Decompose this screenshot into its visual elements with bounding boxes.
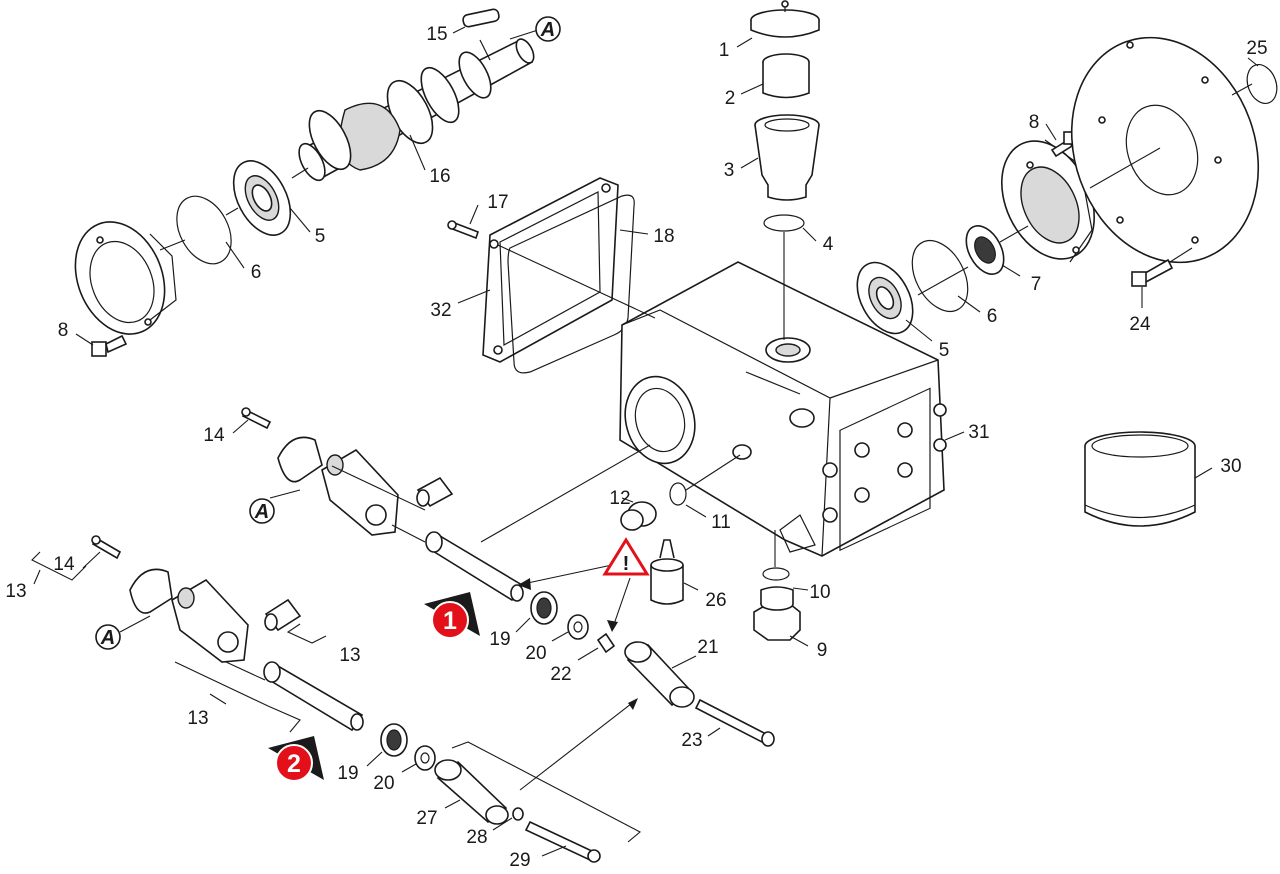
label-31: 31: [968, 422, 989, 443]
plug-part-12: [620, 501, 657, 531]
svg-text:2: 2: [287, 750, 301, 778]
washer-part-28: [512, 807, 524, 821]
seal-part-19-lower: [380, 723, 408, 757]
svg-text:!: !: [623, 553, 630, 575]
svg-text:A: A: [100, 627, 115, 649]
flange-plate: [1070, 36, 1260, 264]
label-12: 12: [609, 488, 630, 509]
label-8-left: 8: [58, 320, 69, 341]
o-ring-part-11: [669, 482, 687, 506]
badge-2: 2: [268, 736, 324, 782]
label-13-mid: 13: [339, 645, 360, 666]
label-17: 17: [487, 192, 508, 213]
pin-lower: [264, 598, 302, 632]
screw-part-29: [524, 820, 601, 863]
label-14-upper: 14: [203, 425, 225, 446]
label-30: 30: [1220, 456, 1241, 477]
screw-part-14-upper: [241, 407, 272, 430]
o-ring-part-6-left: [176, 195, 232, 265]
svg-text:A: A: [254, 501, 269, 523]
label-23: 23: [681, 730, 702, 751]
label-6-left: 6: [251, 262, 262, 283]
connecting-rod-lower: [129, 568, 249, 663]
washer-part-20-upper: [567, 614, 589, 640]
label-4: 4: [823, 234, 834, 255]
bearing-cover-left: [74, 221, 177, 335]
cap-part-1: [750, 0, 820, 38]
o-ring-part-4: [763, 214, 805, 232]
label-28: 28: [466, 827, 487, 848]
plug-part-9: [753, 586, 801, 641]
piston-guide-lower: [263, 661, 364, 732]
label-5-right: 5: [939, 340, 950, 361]
label-15: 15: [426, 24, 447, 45]
label-24: 24: [1129, 314, 1151, 335]
label-3: 3: [724, 160, 735, 181]
label-19-upper: 19: [489, 629, 510, 650]
plunger-part-27: [434, 759, 509, 825]
o-ring-part-6-right: [911, 240, 969, 312]
camshaft-part-16: [298, 38, 535, 182]
key-part-15: [462, 8, 500, 28]
label-22: 22: [550, 664, 571, 685]
label-19-lower: 19: [337, 763, 358, 784]
bearing-part-5-left: [232, 160, 292, 236]
label-32: 32: [430, 300, 451, 321]
crankcase-part-31: [619, 261, 947, 557]
pin-upper: [416, 476, 454, 508]
screw-part-24: [1131, 258, 1174, 287]
warning-icon: !: [602, 537, 650, 576]
detail-a-marker-top: A: [535, 16, 561, 42]
sleeve-part-22: [596, 632, 616, 654]
reference-arrows: [517, 564, 638, 791]
tube-part-26: [650, 539, 684, 605]
label-6-right: 6: [987, 306, 998, 327]
label-2: 2: [725, 88, 736, 109]
ring-part-30: [1084, 431, 1196, 527]
screw-part-8-left: [91, 334, 128, 357]
svg-text:A: A: [540, 19, 555, 41]
screw-part-23: [694, 698, 775, 747]
label-20-upper: 20: [525, 643, 546, 664]
label-8-right: 8: [1029, 112, 1040, 133]
label-11: 11: [711, 512, 731, 533]
label-26: 26: [705, 590, 726, 611]
o-ring-part-25: [1246, 64, 1278, 104]
seal-part-7: [965, 225, 1005, 275]
label-13-left: 13: [5, 581, 26, 602]
piston-guide-upper: [425, 531, 524, 602]
screw-part-14-lower: [91, 535, 122, 560]
o-ring-part-10: [762, 567, 790, 581]
label-9: 9: [817, 640, 828, 661]
label-29: 29: [509, 850, 530, 871]
label-7: 7: [1031, 274, 1042, 295]
label-5-left: 5: [315, 226, 326, 247]
detail-a-marker-upper-rod: A: [249, 498, 275, 524]
sight-glass-part-3: [754, 114, 820, 201]
label-20-lower: 20: [373, 773, 394, 794]
label-16: 16: [429, 166, 450, 187]
part-labels: 15 16 5 6 8 17 18 32 1 2 3 4 5 6 7 8 25 …: [5, 24, 1267, 871]
label-13-lower: 13: [187, 708, 208, 729]
label-10: 10: [809, 582, 830, 603]
label-18: 18: [653, 226, 674, 247]
filter-part-2: [762, 53, 810, 99]
plunger-part-21: [624, 641, 695, 708]
seal-part-19-upper: [530, 591, 558, 625]
label-21: 21: [697, 637, 718, 658]
svg-text:1: 1: [443, 607, 457, 635]
badge-1: 1: [424, 592, 480, 639]
detail-a-marker-lower-rod: A: [95, 624, 121, 650]
label-1: 1: [719, 40, 730, 61]
screw-part-17: [447, 220, 480, 240]
washer-part-20-lower: [414, 745, 436, 771]
label-27: 27: [416, 808, 437, 829]
gasket-part-18: [507, 194, 635, 374]
bearing-part-5-right: [856, 261, 914, 335]
label-14-lower: 14: [53, 554, 75, 575]
leader-lines: [31, 26, 1259, 857]
connecting-rod-upper: [277, 436, 399, 536]
label-25: 25: [1246, 38, 1267, 59]
